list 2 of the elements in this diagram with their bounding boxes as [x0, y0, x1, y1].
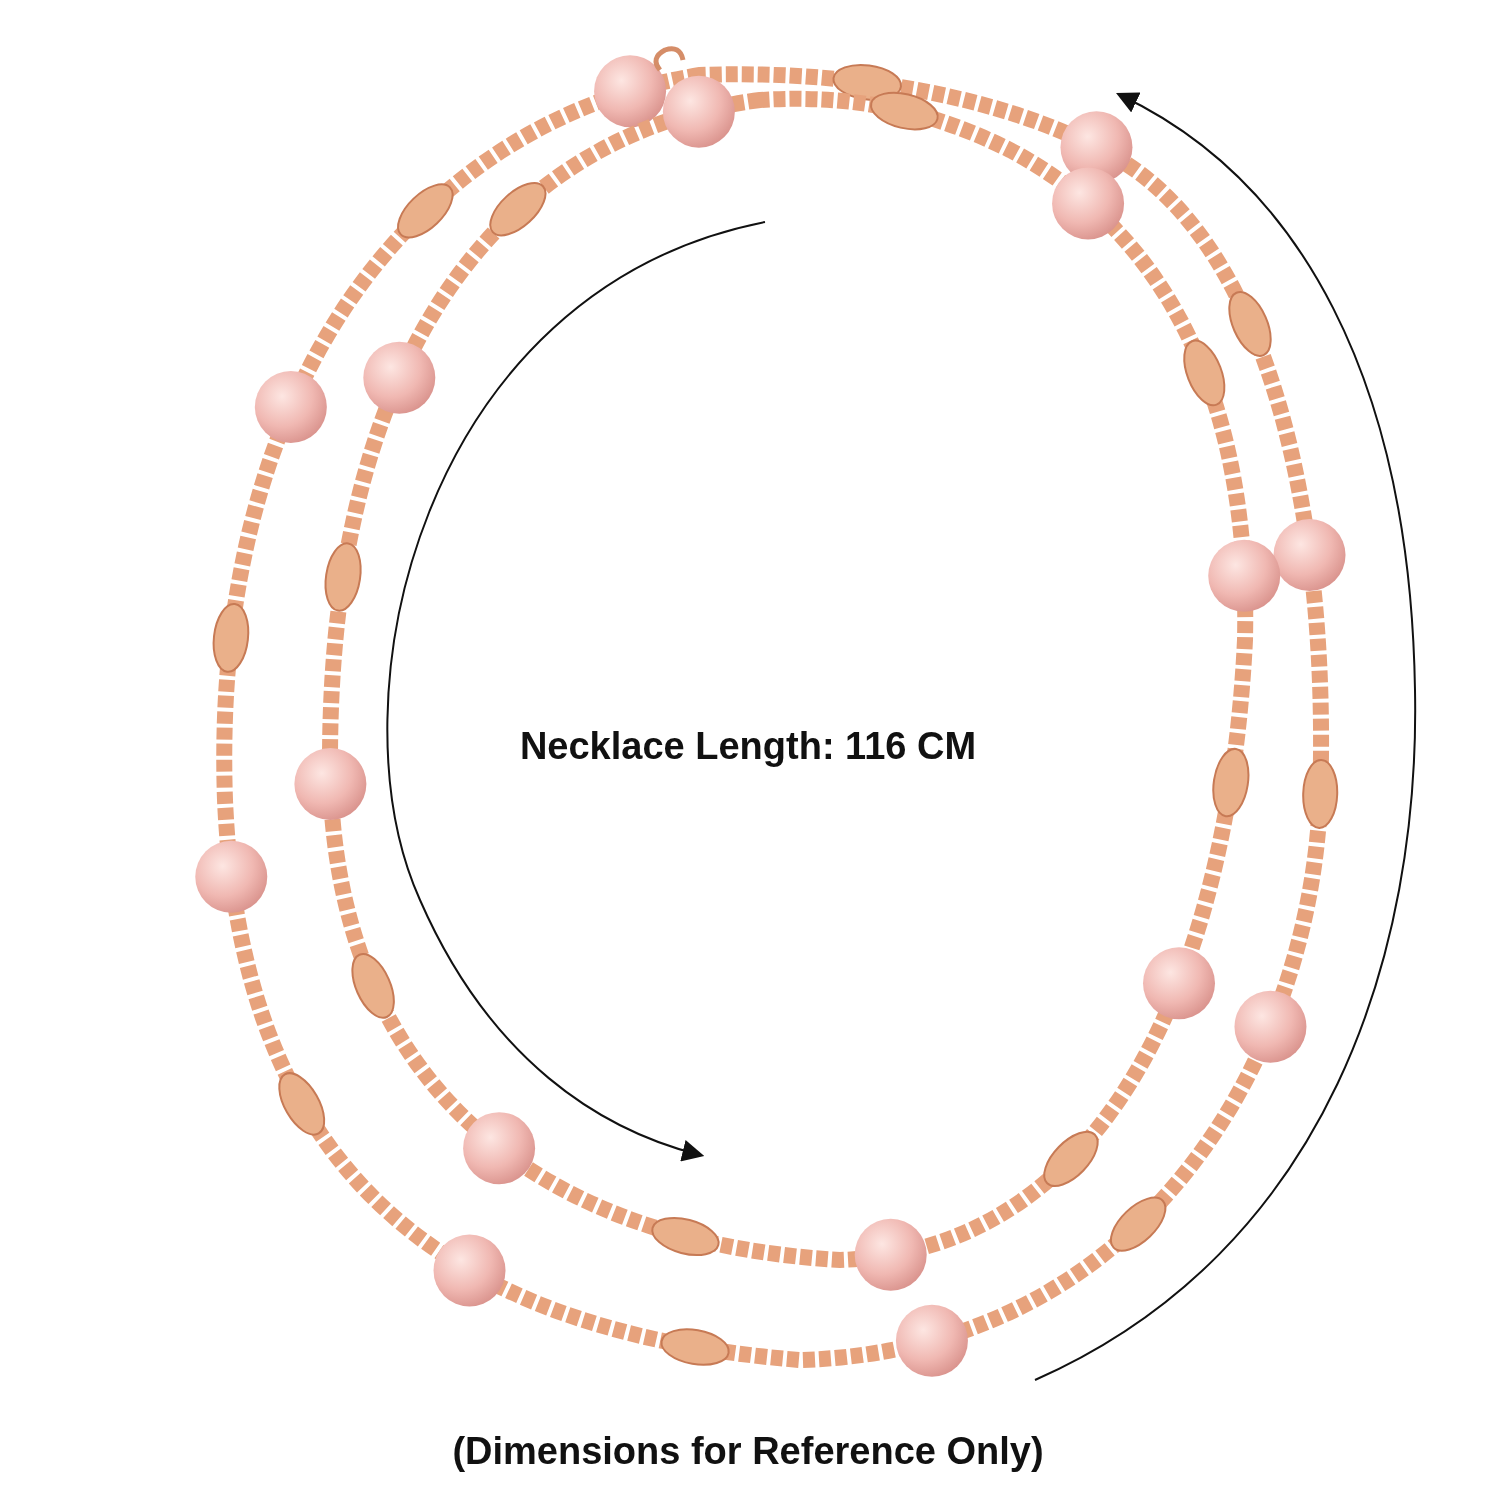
disclaimer-caption: (Dimensions for Reference Only) — [452, 1430, 1044, 1473]
length-dimension-text: Necklace Length: 116 CM — [519, 725, 977, 768]
